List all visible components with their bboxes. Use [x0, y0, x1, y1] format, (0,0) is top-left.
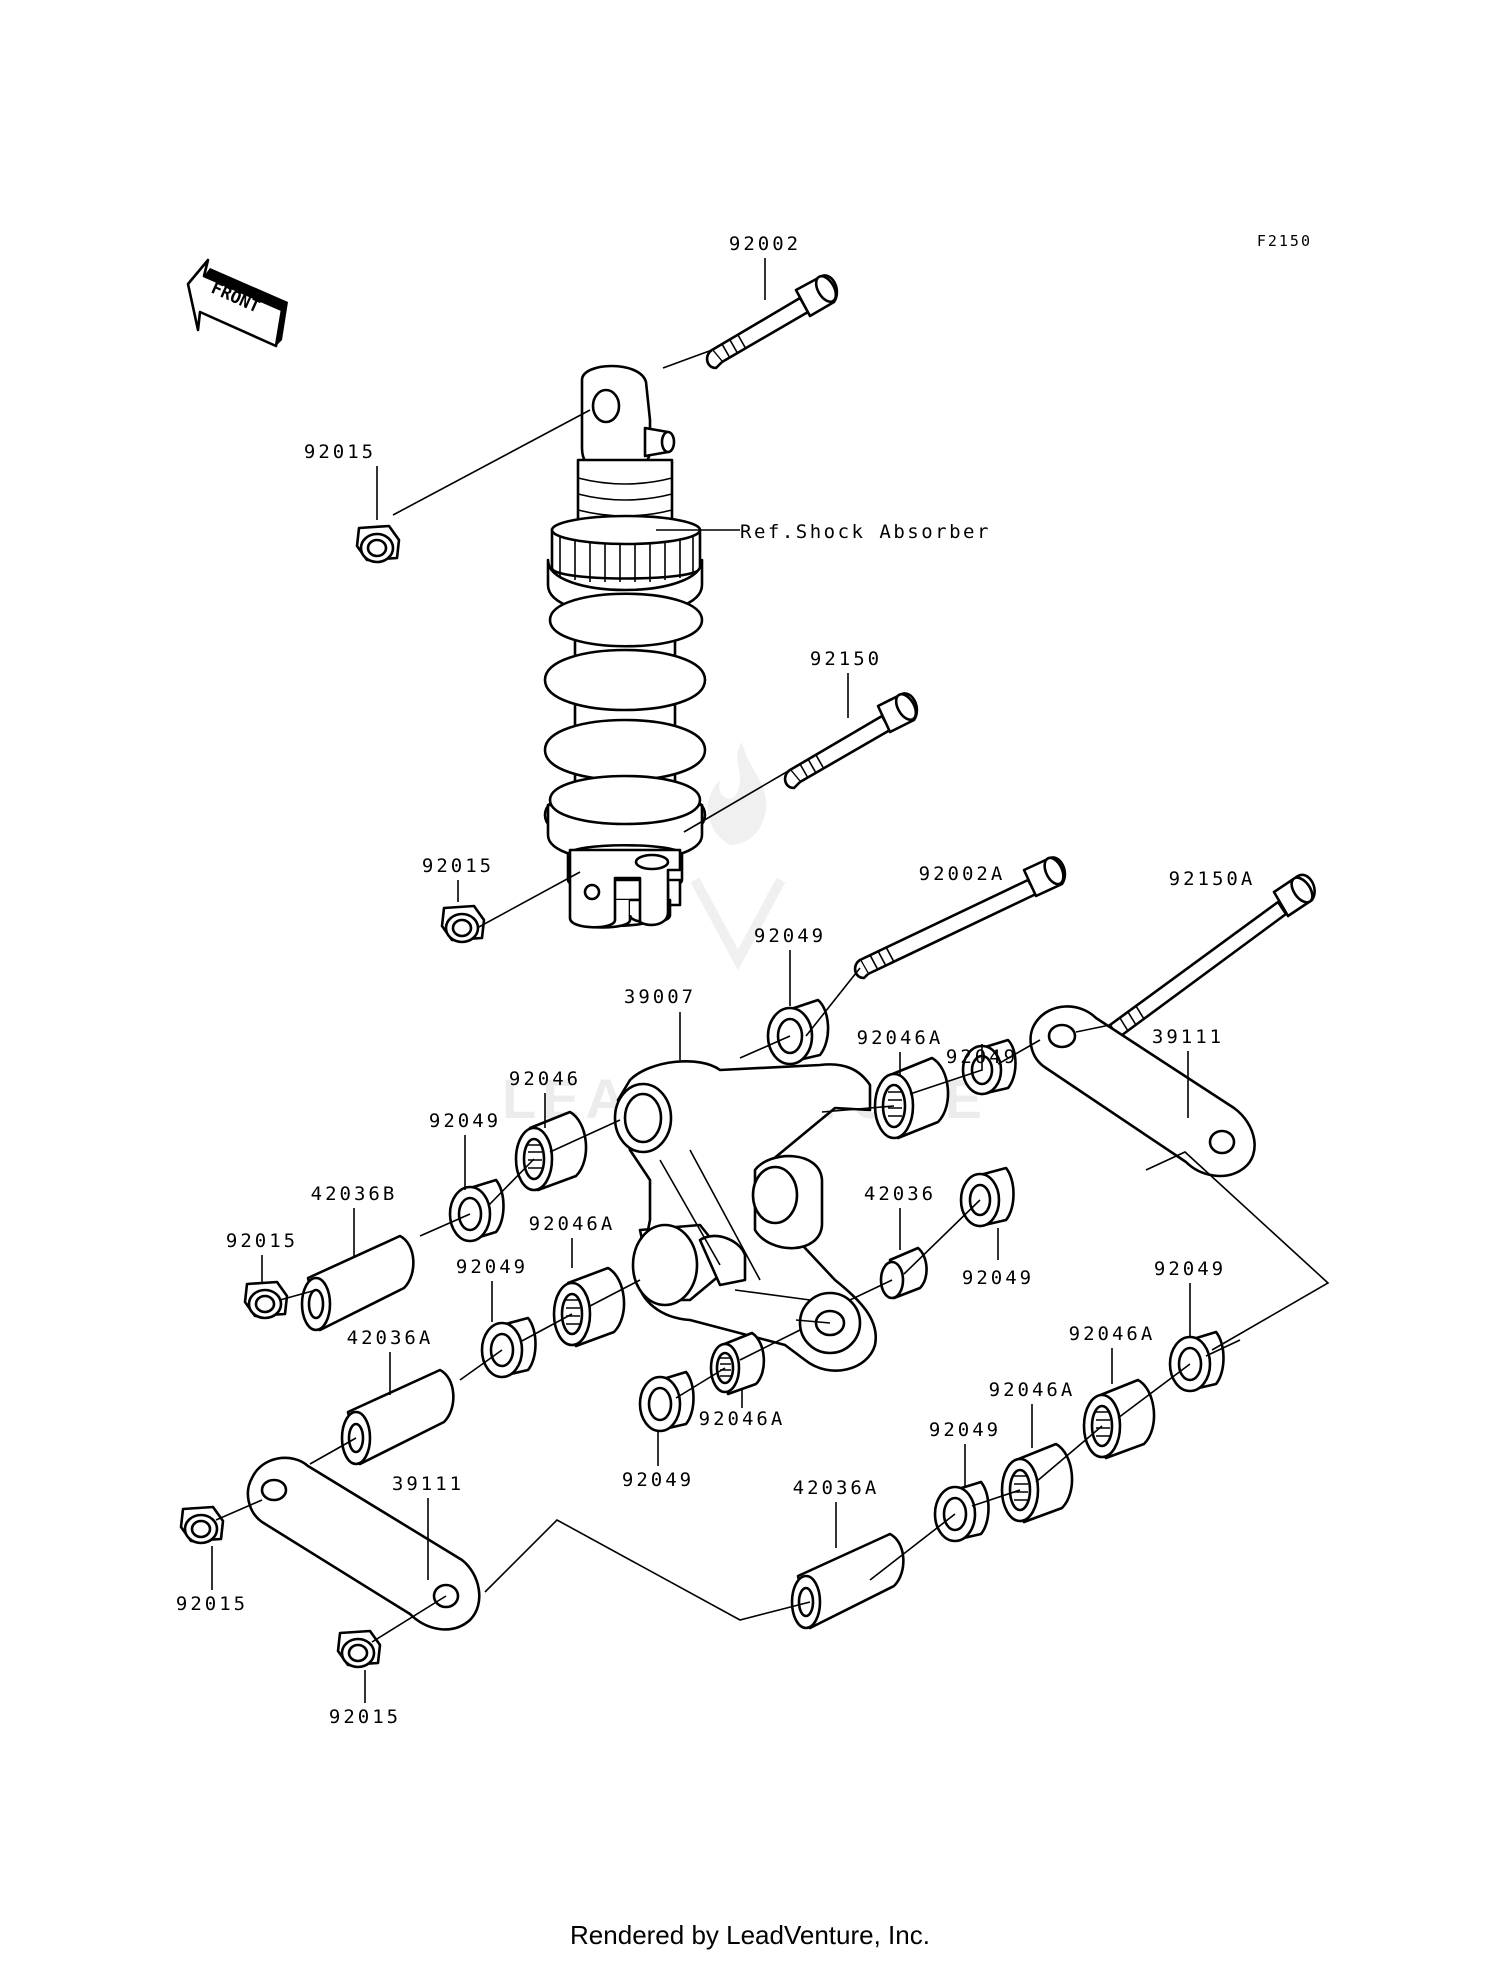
front-arrow-icon: FRONT	[186, 258, 288, 348]
callout-nut-left: 92015	[226, 1230, 298, 1252]
seal-92049-left-lower	[480, 1316, 537, 1379]
callout-collar-small: 42036	[864, 1183, 936, 1205]
nut-92015-bottom-left	[179, 1505, 225, 1545]
callout-bolt-long-a: 92002A	[919, 863, 1006, 885]
callout-nut-bottom-left: 92015	[176, 1593, 248, 1615]
flame-logo-icon	[707, 742, 767, 845]
bearing-92046A-right-lower-1	[1082, 1378, 1156, 1460]
callout-seal-bottom-mid: 92049	[929, 1419, 1001, 1441]
nut-92015-shock-lower	[440, 904, 486, 944]
footer-credit: Rendered by LeadVenture, Inc.	[570, 1920, 930, 1950]
callout-nut-top: 92015	[304, 441, 376, 463]
callout-nut-bottom: 92015	[329, 1706, 401, 1728]
nut-92015-left	[243, 1280, 289, 1320]
collar-42036-small	[879, 1246, 928, 1300]
callout-seal-left: 92049	[429, 1110, 501, 1132]
callout-bearing-right-lower-1: 92046A	[1069, 1323, 1156, 1345]
nut-92015-bottom	[336, 1629, 382, 1669]
callout-bolt-long-b: 92150A	[1169, 868, 1256, 890]
seal-92049-upper	[766, 998, 830, 1066]
bolt-92150	[783, 692, 919, 790]
callout-bearing-right-lower-2: 92046A	[989, 1379, 1076, 1401]
callout-collar-left-b: 42036B	[311, 1183, 398, 1205]
bearing-92046A-left-lower	[552, 1266, 626, 1348]
bolt-92002A	[853, 856, 1067, 980]
tie-rod-39111-right	[1029, 1005, 1256, 1178]
callout-rocker-arm: 39007	[624, 986, 696, 1008]
callout-nut-shock-lower: 92015	[422, 855, 494, 877]
callout-bearing-left-lower: 92046A	[529, 1213, 616, 1235]
nut-92015-top	[355, 524, 401, 564]
callout-seal-right-lower: 92049	[1154, 1258, 1226, 1280]
callouts: 92002 92015 Ref.Shock Absorber 92150 920…	[176, 233, 1256, 1728]
callout-ref-shock: Ref.Shock Absorber	[740, 521, 991, 543]
bolt-92002	[705, 274, 839, 370]
callout-collar-bottom: 42036A	[793, 1477, 880, 1499]
callout-seal-small-right: 92049	[962, 1267, 1034, 1289]
bearing-92046A-center	[709, 1331, 766, 1396]
callout-seal-rocker-right: 92049	[946, 1046, 1018, 1068]
callout-collar-left-a: 42036A	[347, 1327, 434, 1349]
seal-92049-center	[638, 1370, 695, 1433]
callout-tie-rod-right: 39111	[1152, 1026, 1224, 1048]
seal-92049-right-lower	[1168, 1330, 1225, 1393]
callout-bearing-left: 92046	[509, 1068, 581, 1090]
shock-absorber	[543, 364, 707, 929]
bolt-92150A	[1103, 873, 1316, 1045]
rocker-arm	[613, 1060, 878, 1372]
collar-42036A-bottom	[790, 1532, 905, 1630]
callout-seal-center: 92049	[622, 1469, 694, 1491]
callout-bolt-top: 92002	[729, 233, 801, 255]
callout-tie-rod-left: 39111	[392, 1473, 464, 1495]
bearing-92046-left	[514, 1110, 588, 1192]
shock-lower-clevis	[568, 848, 682, 929]
bearing-92046A-right-lower-2	[1000, 1442, 1074, 1524]
collar-42036B	[300, 1234, 415, 1332]
seal-92049-small-right	[959, 1166, 1015, 1228]
v-logo-icon	[690, 877, 786, 971]
seal-92049-left	[448, 1178, 505, 1243]
tie-rod-39111-left	[246, 1456, 481, 1631]
callout-seal-left-lower: 92049	[456, 1256, 528, 1278]
callout-bolt-mid: 92150	[810, 648, 882, 670]
seal-92049-bottom-mid	[933, 1480, 990, 1543]
collar-42036A-left	[340, 1368, 455, 1466]
callout-bearing-center: 92046A	[699, 1408, 786, 1430]
figure-code: F2150	[1257, 232, 1312, 250]
leader-lines	[215, 349, 1330, 1643]
callout-bearing-upper-right: 92046A	[857, 1027, 944, 1049]
callout-seal-upper: 92049	[754, 925, 826, 947]
